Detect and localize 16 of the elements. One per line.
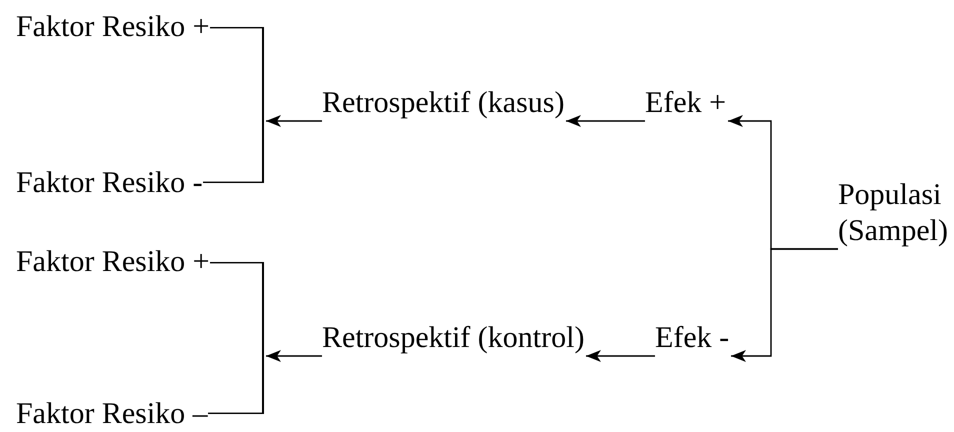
node-label: Faktor Resiko + [16, 244, 210, 280]
node-label: Faktor Resiko – [16, 396, 208, 432]
bracket-line [262, 262, 264, 414]
arrow [731, 248, 838, 362]
node-label: Efek + [645, 85, 726, 121]
node-label: Retrospektif (kasus) [322, 85, 564, 121]
arrow [266, 115, 322, 127]
arrow [266, 350, 322, 362]
arrow [566, 115, 645, 127]
node-label: Faktor Resiko + [16, 9, 210, 45]
bracket-line [262, 27, 264, 183]
arrow [586, 350, 655, 362]
node-label: Faktor Resiko - [16, 165, 203, 201]
node-label: Efek - [655, 320, 730, 356]
node-label: Populasi (Sampel) [838, 177, 950, 249]
node-label: Retrospektif (kontrol) [322, 320, 584, 356]
